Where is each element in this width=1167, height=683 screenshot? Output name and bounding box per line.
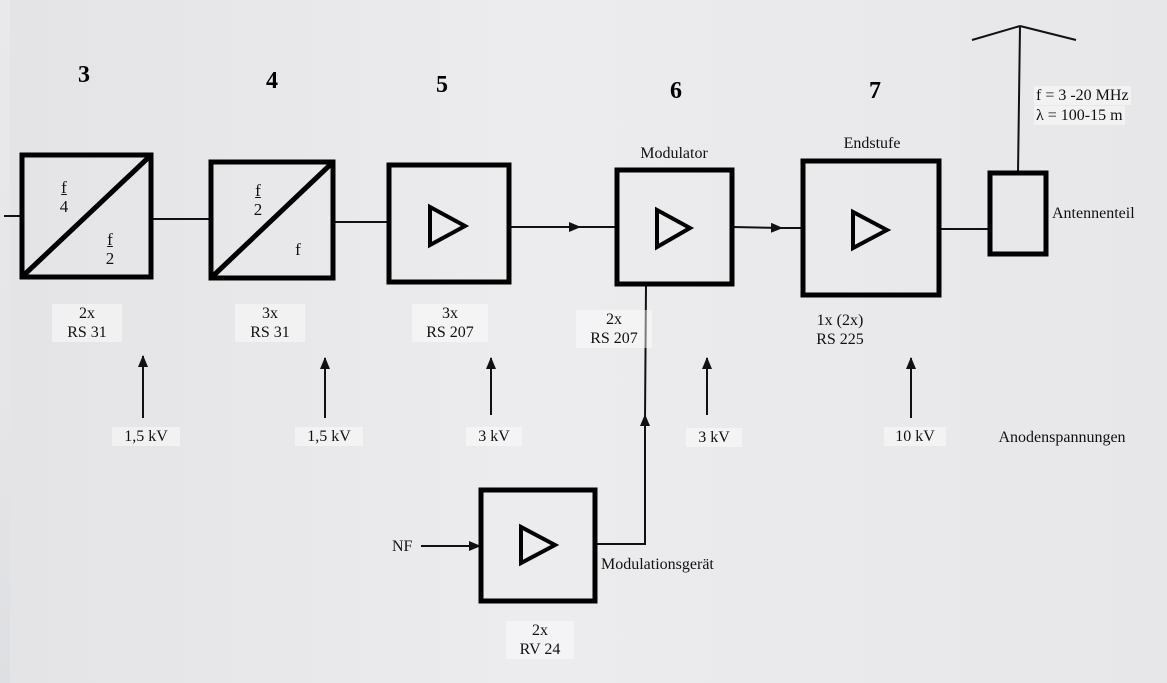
amplifier-triangle-icon: [851, 208, 892, 252]
stage-6-anode-voltage: 3 kV: [686, 428, 742, 447]
antenna-coupler-box: [987, 170, 1049, 257]
stage-6-modulator-box: [614, 167, 735, 287]
modulation-device-box: [478, 487, 598, 604]
stage-3-tube-type: RS 31: [52, 323, 122, 342]
modulator-title: Modulator: [640, 145, 708, 162]
stage-7-anode-voltage: 10 kV: [884, 427, 946, 446]
stage-4-tube-type: RS 31: [235, 323, 305, 342]
stage-3-anode-voltage: 1,5 kV: [112, 427, 180, 446]
frequency-divider-icon: [211, 162, 333, 278]
stage-7-endstufe-box: [800, 158, 942, 298]
stage-7-tube-count: 1x (2x): [816, 312, 864, 329]
endstufe-title: Endstufe: [843, 135, 901, 152]
stage-7-tube-type: RS 225: [816, 331, 864, 348]
stage-4-divider-box: [208, 159, 336, 281]
frequency-divider-icon: [22, 155, 151, 277]
diagram-board: [10, 0, 1167, 683]
wire-6-7: [732, 222, 783, 233]
stage-5-tube-type: RS 207: [412, 323, 488, 342]
stage-5-tube-count: 3x: [412, 304, 488, 323]
antenna-icon: [971, 25, 1021, 41]
stage-4-tube-count: 3x: [235, 304, 305, 323]
antenna-mast: [1017, 25, 1021, 174]
antenna-frequency-range: f = 3 -20 MHz: [1034, 86, 1131, 105]
modulation-device-tube-count: 2x: [506, 621, 574, 640]
antenna-part-label: Antennenteil: [1052, 205, 1135, 222]
stage-6-tube-type: RS 207: [576, 329, 652, 348]
stage-5-amplifier-box: [386, 162, 512, 285]
stage-3-divider-box: [19, 152, 154, 280]
stage-5-anode-voltage: 3 kV: [466, 427, 522, 446]
modulation-device-tube-type: RV 24: [506, 640, 574, 659]
antenna-wavelength-range: λ = 100-15 m: [1034, 106, 1125, 125]
stage-6-tube-count: 2x: [576, 310, 652, 329]
anode-voltages-label: Anodenspannungen: [998, 429, 1126, 446]
stage-3-tube-count: 2x: [52, 304, 122, 323]
stage-4-output-frequency: f: [295, 240, 301, 259]
stage-3-number: 3: [78, 62, 90, 88]
amplifier-triangle-icon: [519, 523, 560, 567]
stage-6-number: 6: [670, 78, 682, 104]
amplifier-triangle-icon: [655, 206, 695, 251]
stage-4-anode-voltage: 1,5 kV: [295, 427, 363, 446]
modulation-device-label: Modulationsgerät: [601, 556, 714, 573]
stage-4-number: 4: [266, 68, 278, 94]
stage-7-number: 7: [869, 78, 881, 104]
stage-5-number: 5: [436, 72, 448, 98]
modulation-feed-wire: [595, 414, 650, 545]
amplifier-triangle-icon: [428, 203, 470, 249]
nf-input-label: NF: [392, 538, 413, 555]
